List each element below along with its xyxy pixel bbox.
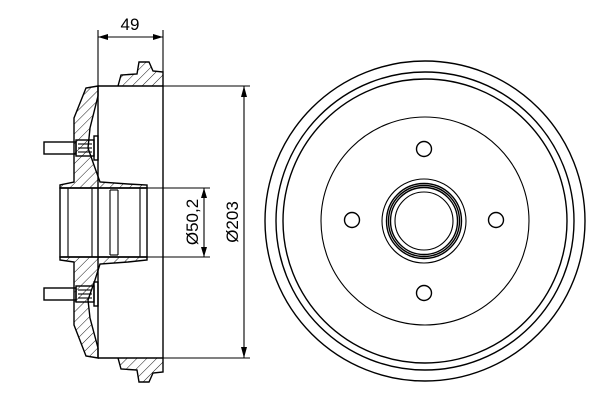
- upper-drum-wall: [98, 61, 164, 87]
- svg-text:Ø203: Ø203: [223, 201, 242, 243]
- bolt-hole-left: [343, 211, 361, 229]
- wheel-stud-upper: [43, 135, 99, 161]
- svg-text:49: 49: [121, 15, 140, 34]
- outer-rim: [264, 60, 586, 382]
- front-view: [264, 60, 586, 382]
- svg-text:Ø50,2: Ø50,2: [183, 199, 202, 245]
- bolt-hole-top: [415, 140, 433, 158]
- dimension-outer-diameter: Ø203: [163, 85, 250, 359]
- wheel-stud-lower: [43, 281, 99, 307]
- rim-ring-3: [282, 78, 568, 364]
- hub-face: [320, 116, 530, 326]
- rim-ring-2: [275, 71, 575, 371]
- bolt-hole-bottom: [415, 284, 433, 302]
- lower-web: [59, 256, 148, 359]
- section-view: 49 Ø50,2 Ø203: [43, 15, 250, 383]
- upper-web: [59, 85, 148, 189]
- dimension-bore-diameter: Ø50,2: [147, 187, 210, 258]
- center-bore: [381, 178, 467, 264]
- dimension-width: 49: [97, 15, 164, 86]
- lower-drum-wall: [98, 357, 164, 383]
- bolt-hole-right: [487, 211, 505, 229]
- hub-bore: [59, 187, 148, 258]
